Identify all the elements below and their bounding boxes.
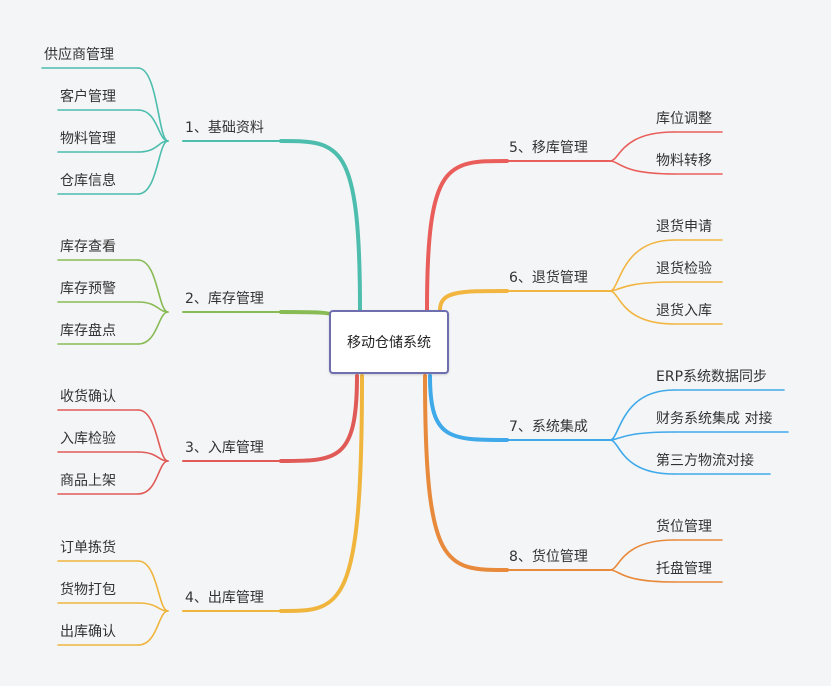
leaf-connector (609, 239, 675, 292)
leaf-label[interactable]: 供应商管理 (44, 47, 114, 63)
leaf-label[interactable]: 第三方物流对接 (656, 453, 754, 469)
leaf-connector (609, 160, 675, 175)
leaf-label[interactable]: 退货入库 (656, 303, 712, 319)
leaf-connector (609, 131, 675, 162)
leaf-connector (609, 439, 675, 475)
leaf-label[interactable]: 货位管理 (656, 519, 712, 535)
branch-label-2[interactable]: 2、库存管理 (185, 291, 264, 307)
root-label: 移动仓储系统 (347, 335, 431, 351)
leaf-label[interactable]: 订单拣货 (60, 540, 116, 556)
leaf-connector (609, 539, 675, 571)
leaf-label[interactable]: 财务系统集成 对接 (656, 411, 773, 427)
branch-label-6[interactable]: 6、退货管理 (509, 270, 588, 286)
branch-label-5[interactable]: 5、移库管理 (509, 140, 588, 156)
leaf-label[interactable]: 退货申请 (656, 219, 712, 235)
leaf-label[interactable]: 物料转移 (656, 153, 712, 169)
leaf-label[interactable]: 退货检验 (656, 261, 712, 277)
leaf-label[interactable]: 物料管理 (60, 131, 116, 147)
leaf-connector (137, 460, 169, 495)
branch-connector-1 (279, 139, 362, 312)
leaf-label[interactable]: 收货确认 (60, 389, 116, 405)
branch-connector-3 (279, 374, 359, 463)
leaf-connector (137, 610, 169, 646)
leaf-connector (609, 281, 675, 292)
leaf-label[interactable]: 客户管理 (60, 89, 116, 105)
leaf-connector (137, 259, 169, 313)
branch-connector-4 (279, 374, 364, 613)
leaf-connector (137, 409, 169, 462)
leaf-label[interactable]: 库存预警 (60, 281, 116, 297)
branch-label-8[interactable]: 8、货位管理 (509, 549, 588, 565)
leaf-connector (609, 389, 675, 441)
branch-connector-8 (423, 374, 509, 572)
leaf-label[interactable]: 仓库信息 (60, 173, 116, 189)
leaf-label[interactable]: 库存盘点 (60, 323, 116, 339)
branch-connector-5 (425, 159, 509, 312)
leaf-connector (137, 560, 169, 612)
branch-label-1[interactable]: 1、基础资料 (185, 120, 264, 136)
leaf-label[interactable]: 商品上架 (60, 473, 116, 489)
leaf-connector (609, 569, 675, 583)
leaf-label[interactable]: ERP系统数据同步 (656, 369, 768, 385)
leaf-label[interactable]: 库位调整 (656, 111, 712, 127)
leaf-label[interactable]: 入库检验 (60, 431, 116, 447)
leaf-label[interactable]: 库存查看 (60, 239, 116, 255)
leaf-connector (609, 290, 675, 325)
leaf-connector (609, 431, 675, 441)
leaf-connector (137, 311, 169, 345)
branch-label-7[interactable]: 7、系统集成 (509, 419, 588, 435)
branch-connector-2 (279, 310, 334, 318)
branch-label-4[interactable]: 4、出库管理 (185, 590, 264, 606)
branch-connector-7 (428, 374, 509, 442)
leaf-label[interactable]: 托盘管理 (656, 561, 712, 577)
leaf-connector (137, 67, 169, 142)
branch-label-3[interactable]: 3、入库管理 (185, 440, 264, 456)
leaf-label[interactable]: 出库确认 (60, 624, 116, 640)
root-node[interactable]: 移动仓储系统 (329, 310, 449, 374)
leaf-label[interactable]: 货物打包 (60, 582, 116, 598)
leaf-connector (137, 140, 169, 195)
leaf-connector (137, 109, 169, 142)
branch-connector-6 (438, 289, 509, 312)
